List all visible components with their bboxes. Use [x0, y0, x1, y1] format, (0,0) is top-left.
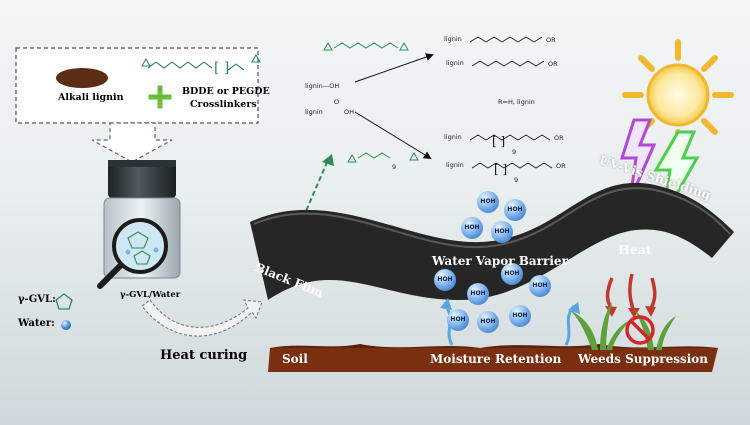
crosslinker-brackets: [ ] [214, 60, 229, 76]
product4-or: OR [556, 162, 566, 170]
down-arrow-icon [91, 122, 173, 163]
magnifier-icon [97, 218, 168, 289]
acid-oh-label: OH [344, 108, 355, 116]
gvl-legend-label: γ-GVL: [18, 294, 56, 305]
product3-lignin: lignin [444, 133, 462, 141]
lignin-acid-label: lignin [305, 108, 323, 116]
lignin-blob-icon [56, 68, 108, 88]
weed-icon [570, 302, 676, 350]
no-sign-icon [625, 315, 655, 345]
product3-or: OR [554, 134, 564, 142]
bracket-top: [ ] [492, 134, 505, 148]
water-drop-icon: HOH [434, 269, 456, 291]
alkali-lignin-label: Alkali lignin [58, 92, 124, 103]
water-drop-icon: HOH [461, 217, 483, 239]
heat-label: Heat [618, 242, 652, 257]
product-structures [469, 36, 553, 169]
uv-lightning-icon [619, 118, 657, 201]
crosslinkers-label-2: Crosslinkers [190, 99, 257, 110]
subscript-9-top: 9 [512, 148, 517, 156]
lignin-oh-label: lignin—OH [305, 82, 340, 90]
gvl-water-label: γ-GVL/Water [120, 290, 181, 300]
product2-or: OR [548, 60, 558, 68]
water-drop-icon: HOH [491, 221, 513, 243]
crosslinker-bdde [323, 41, 409, 51]
acid-o-label: O [334, 98, 340, 106]
water-vapor-barrier-label: Water Vapor Barrier [432, 254, 568, 268]
water-drop-icon: HOH [509, 305, 531, 327]
moisture-retention-label: Moisture Retention [430, 352, 562, 366]
crosslinkers-label-1: BDDE or PEGDE [182, 86, 270, 97]
reaction-arrow-bottom [354, 111, 432, 160]
water-legend-label: Water: [18, 318, 55, 329]
water-drop-icon: HOH [529, 275, 551, 297]
soil-label: Soil [282, 352, 308, 366]
water-drop-icon: HOH [501, 263, 523, 285]
product2-lignin: lignin [446, 59, 464, 67]
r-definition: R=H, lignin [498, 98, 535, 106]
water-legend-icon [61, 320, 71, 330]
gvl-molecule-icon [55, 293, 73, 310]
product4-lignin: lignin [446, 161, 464, 169]
heat-curing-arrow [141, 299, 263, 337]
black-film [250, 182, 734, 300]
product1-or: OR [546, 36, 556, 44]
product1-lignin: lignin [444, 35, 462, 43]
heat-curing-label: Heat curing [160, 348, 248, 363]
water-drop-icon: HOH [477, 191, 499, 213]
crosslinker-structure [141, 53, 261, 71]
soil-layer [268, 348, 718, 372]
reaction-arrow-top [354, 53, 434, 83]
water-drop-icon: HOH [477, 311, 499, 333]
weeds-suppression-label: Weeds Suppression [578, 352, 709, 366]
water-drop-icon: HOH [447, 309, 469, 331]
crosslinker-pegde [347, 151, 419, 163]
water-drop-icon: HOH [467, 283, 489, 305]
bracket-bottom: [ ] [494, 162, 507, 176]
subscript-9-bottom: 9 [514, 176, 519, 184]
plus-icon [148, 85, 172, 109]
subscript-9-pegde: 9 [392, 163, 397, 171]
reagent-box [15, 47, 259, 124]
water-drop-icon: HOH [504, 199, 526, 221]
film-highlight [253, 187, 731, 249]
